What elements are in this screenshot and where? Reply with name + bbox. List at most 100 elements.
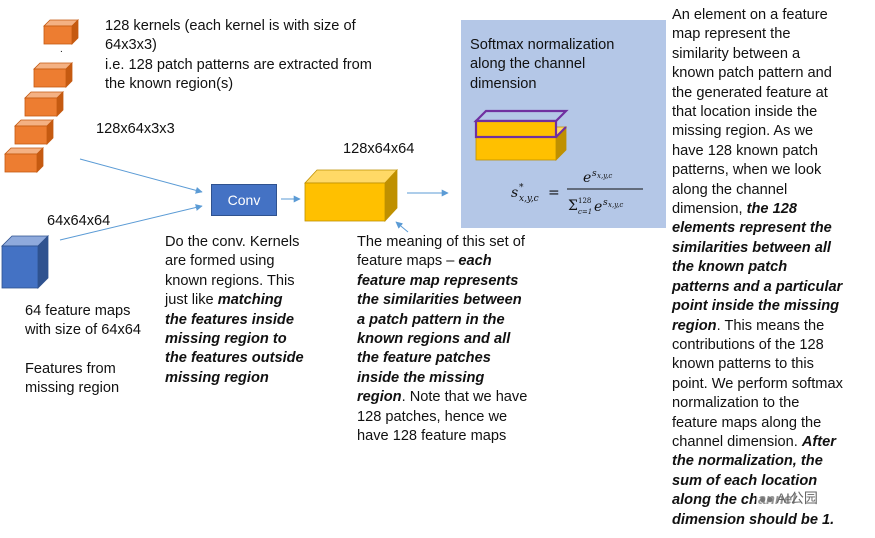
fm-line6: known regions and all xyxy=(357,331,511,348)
watermark: ●● AI公园 xyxy=(756,488,821,508)
rt-l5: the generated feature at xyxy=(672,84,828,101)
rt-l22: feature maps along the xyxy=(672,414,822,431)
fm-line2-bold: each xyxy=(458,253,492,270)
rt-l16: point inside the missing xyxy=(672,298,840,315)
svg-text:s: s xyxy=(511,185,518,201)
svg-text:e: e xyxy=(583,170,591,186)
conv-caption: Do the conv. Kernels are formed using know… xyxy=(165,233,304,388)
softmax-title-line2: along the channel xyxy=(470,56,586,73)
rt-l20: point. We perform softmax xyxy=(672,375,843,392)
feature-maps-size-label: 128x64x64 xyxy=(343,141,415,157)
rt-l4: known patch pattern and xyxy=(672,65,832,82)
conv-caption-line2: are formed using xyxy=(165,253,275,270)
arrow-missing-to-conv xyxy=(59,204,203,241)
svg-text:x,y,c: x,y,c xyxy=(597,172,612,180)
svg-text:c=1: c=1 xyxy=(578,208,592,216)
conv-block: Conv xyxy=(211,184,277,216)
conv-caption-bold4: the features outside xyxy=(165,350,304,367)
rt-l25: sum of each location xyxy=(672,472,818,489)
kernel-cube xyxy=(14,119,54,145)
fm-line1: The meaning of this set of xyxy=(357,234,525,250)
rt-l1: An element on a feature xyxy=(672,7,828,23)
svg-text:Σ: Σ xyxy=(568,198,578,214)
feature-maps-cube xyxy=(304,168,398,223)
svg-text:s: s xyxy=(592,169,597,179)
arrow-caption-to-features xyxy=(395,221,409,233)
missing-caption-line2: with size of 64x64 xyxy=(25,322,142,339)
rt-l8: have 128 known patch xyxy=(672,142,819,159)
rt-l24: the normalization, the xyxy=(672,453,823,470)
softmax-cube xyxy=(473,109,569,161)
rt-l15: patterns and a particular xyxy=(672,278,843,295)
arrow-kernels-to-conv xyxy=(79,158,203,194)
kernel-cube xyxy=(43,19,79,45)
rt-l7: missing region. As we xyxy=(672,123,814,140)
conv-caption-bold3: missing region to xyxy=(165,331,287,348)
rt-l6: that location inside the xyxy=(672,104,818,121)
missing-caption-line1: 64 feature maps xyxy=(25,303,131,319)
watermark-text: AI公园 xyxy=(776,490,818,506)
rt-l27: dimension should be 1. xyxy=(672,511,835,528)
conv-caption-bold2: the features inside xyxy=(165,311,294,328)
kernels-desc-line4: the known region(s) xyxy=(105,76,234,93)
conv-caption-line4: just like xyxy=(165,292,218,309)
kernels-size-label: 128x64x3x3 xyxy=(96,121,175,137)
kernels-desc-line1: 128 kernels (each kernel is with size of xyxy=(105,18,356,34)
arrows xyxy=(59,158,449,241)
svg-text:x,y,c: x,y,c xyxy=(608,201,623,209)
softmax-title-line1: Softmax normalization xyxy=(470,37,615,53)
fm-line7: the feature patches xyxy=(357,350,491,367)
missing-caption-line4: missing region xyxy=(25,380,120,397)
conv-caption-bold5: missing region xyxy=(165,369,269,386)
fm-line4: the similarities between xyxy=(357,292,522,309)
kernels-description: 128 kernels (each kernel is with size of… xyxy=(105,17,372,95)
conv-caption-bold1: matching xyxy=(217,292,283,309)
svg-text:s: s xyxy=(603,198,608,208)
rt-l12: elements represent the xyxy=(672,220,832,237)
rt-l19: known patterns to this xyxy=(672,356,814,373)
rt-l11: dimension, xyxy=(672,201,747,218)
conv-caption-line3: known regions. This xyxy=(165,272,295,289)
rt-l21: normalization to the xyxy=(672,395,800,412)
rt-l10: along the channel xyxy=(672,181,788,198)
rt-l11-bold: the 128 xyxy=(746,201,797,218)
svg-text:128: 128 xyxy=(578,197,591,205)
kernel-cube xyxy=(4,147,44,173)
rt-l9: patterns, when we look xyxy=(672,162,822,179)
fm-line10: 128 patches, hence we xyxy=(357,408,508,425)
fm-line11: have 128 feature maps xyxy=(357,428,507,445)
rt-l13: similarities between all xyxy=(672,239,831,256)
rt-l17: . This means the xyxy=(716,317,825,334)
kernel-cube xyxy=(24,91,64,117)
rt-l17-bold: region xyxy=(672,317,717,334)
feature-maps-caption: The meaning of this set of feature maps –… xyxy=(357,233,527,446)
fm-line9-bold: region xyxy=(357,389,402,406)
svg-text:e: e xyxy=(594,199,602,215)
missing-region-cube xyxy=(1,235,49,289)
fm-line8: inside the missing xyxy=(357,369,485,386)
softmax-title: Softmax normalization along the channel di… xyxy=(470,36,614,94)
channel-highlight xyxy=(473,109,569,139)
kernel-cube xyxy=(33,62,73,88)
softmax-title-line3: dimension xyxy=(470,75,537,92)
svg-text:x,y,c: x,y,c xyxy=(519,194,539,204)
rt-l18: contributions of the 128 xyxy=(672,336,824,353)
fm-line2: feature maps – xyxy=(357,253,459,270)
missing-caption: 64 feature maps with size of 64x64 xyxy=(25,302,141,341)
svg-text:*: * xyxy=(519,183,524,193)
rt-l23-bold: After xyxy=(801,433,836,450)
kernel-ellipsis: . xyxy=(60,44,63,55)
svg-text:=: = xyxy=(548,185,560,201)
rt-l3: similarity between a xyxy=(672,45,801,62)
rt-l14: the known patch xyxy=(672,259,788,276)
fm-line3: feature map represents xyxy=(357,272,519,289)
rt-l2: map represent the xyxy=(672,26,791,43)
conv-caption-line1: Do the conv. Kernels xyxy=(165,234,300,250)
rt-l23: channel dimension. xyxy=(672,433,802,450)
kernel-stack xyxy=(4,19,79,173)
wechat-icon: ●● xyxy=(759,492,774,506)
missing-size-label: 64x64x64 xyxy=(47,213,111,229)
